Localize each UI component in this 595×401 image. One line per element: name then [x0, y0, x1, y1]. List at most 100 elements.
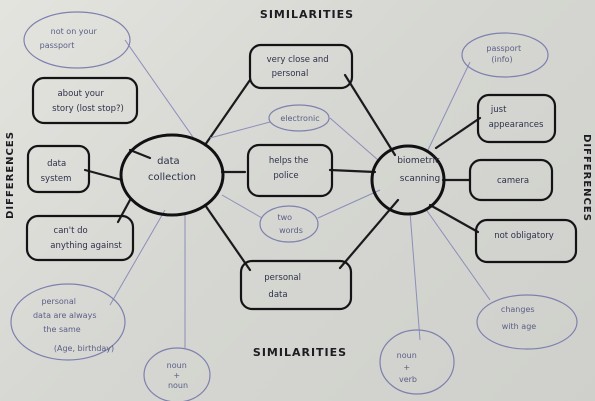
connector: [328, 168, 377, 174]
data-system-line2: system: [41, 174, 72, 184]
personal-line2: data: [268, 290, 287, 300]
two-line2: words: [279, 226, 303, 235]
police-line2: police: [273, 171, 298, 181]
obligatory-line1: not obligatory: [494, 231, 554, 241]
box-data-system: [26, 144, 91, 194]
box-camera-label: camera: [497, 176, 529, 186]
about-line1: about your: [57, 89, 104, 99]
passport-line2: passport: [40, 41, 75, 50]
connector: [329, 117, 379, 161]
connector: [209, 121, 271, 139]
box-texts: about your story (lost stop?) data syste…: [41, 55, 554, 300]
box-helps-police: [246, 143, 334, 198]
hub-biometric-scanning: [370, 144, 446, 216]
box-just-appearances-label: just appearances: [489, 105, 544, 130]
oval-passport-info: [461, 32, 549, 78]
oval-noun-noun: [143, 347, 211, 401]
oval-texts: not on your passport personal data are a…: [33, 27, 537, 390]
oval-noun-verb-label: noun + verb: [397, 351, 420, 384]
box-personal-data: [239, 259, 353, 311]
cant-line1: can't do: [54, 226, 88, 236]
just-line2: appearances: [489, 120, 544, 130]
connector: [124, 39, 196, 141]
hub-data-collection: [119, 133, 225, 217]
about-line2: story (lost stop?): [52, 104, 124, 114]
connector: [343, 73, 397, 157]
hub-biometric-label: biometric scanning: [397, 156, 443, 184]
age-line2: with age: [502, 322, 536, 331]
ink-connectors: [83, 73, 482, 272]
oval-changes-with-age: [476, 294, 578, 350]
connector: [83, 168, 124, 182]
heading-similarities-bottom: SIMILARITIES: [253, 346, 347, 359]
connector: [116, 198, 132, 224]
hub-right-line1: biometric: [397, 156, 440, 166]
box-camera: [468, 158, 554, 202]
oval-not-on-passport: [23, 11, 131, 69]
connector: [409, 211, 421, 341]
oval-outlines: [10, 11, 578, 401]
just-line1: just: [490, 105, 507, 115]
nn-line3: noun: [168, 381, 188, 390]
age-birthday-note: (Age, birthday): [54, 344, 114, 353]
oval-not-on-passport-label: not on your passport: [40, 27, 100, 50]
oval-electronic: [268, 104, 330, 132]
connector: [109, 209, 166, 306]
box-very-close-personal: [248, 43, 354, 90]
pinfo-line2: (info): [491, 55, 512, 64]
age-line1: changes: [501, 305, 535, 314]
same-line1: personal: [41, 297, 76, 306]
box-cant-do-anything: [25, 214, 135, 262]
connector: [427, 61, 471, 151]
same-line2: data are always: [33, 311, 97, 320]
nv-line1: noun: [397, 351, 417, 360]
box-cant-do-anything-label: can't do anything against: [50, 226, 122, 251]
nn-line2: +: [173, 371, 180, 380]
hub-data-collection-label: data collection: [148, 156, 196, 183]
connector: [424, 207, 491, 301]
oval-electronic-label: electronic: [280, 114, 319, 123]
nn-line1: noun: [167, 361, 187, 370]
hub-right-line2: scanning: [400, 174, 440, 184]
close-line2: personal: [272, 69, 309, 79]
passport-line1: not on your: [51, 27, 98, 36]
two-line1: two: [277, 213, 292, 222]
connector: [338, 198, 400, 270]
close-line1: very close and: [267, 55, 329, 65]
box-about-your-story-label: about your story (lost stop?): [52, 89, 124, 114]
hub-left-line1: data: [157, 156, 180, 167]
oval-noun-noun-label: noun + noun: [167, 361, 190, 390]
box-very-close-personal-label: very close and personal: [267, 55, 332, 79]
box-not-obligatory: [474, 218, 578, 264]
connector: [203, 78, 252, 147]
oval-two-words-label: two words: [277, 213, 302, 235]
box-personal-data-label: personal data: [264, 273, 303, 300]
connector: [317, 189, 381, 219]
oval-passport-info-label: passport (info): [486, 44, 523, 64]
connector: [428, 203, 480, 234]
camera-line1: camera: [497, 176, 529, 186]
same-line3: the same: [43, 325, 81, 334]
connector: [203, 203, 252, 272]
box-just-appearances: [476, 93, 557, 144]
oval-personal-data-same-label: personal data are always the same: [33, 297, 99, 334]
cant-line2: anything against: [50, 241, 122, 251]
police-line1: helps the: [269, 156, 308, 166]
data-system-line1: data: [47, 159, 66, 169]
pencil-connectors: [109, 39, 491, 348]
heading-similarities-top: SIMILARITIES: [260, 8, 354, 21]
box-not-obligatory-label: not obligatory: [494, 231, 554, 241]
connector: [221, 194, 263, 219]
oval-two-words: [259, 205, 319, 243]
box-helps-police-label: helps the police: [269, 156, 311, 181]
oval-changes-with-age-label: changes with age: [501, 305, 537, 331]
connector: [434, 116, 482, 150]
oval-personal-data-same: [10, 283, 126, 361]
nv-line3: verb: [399, 375, 417, 384]
oval-noun-verb: [379, 329, 455, 395]
hub-left-line2: collection: [148, 172, 196, 183]
box-outlines: [25, 43, 578, 311]
connector: [128, 148, 152, 160]
box-data-system-label: data system: [41, 159, 72, 184]
